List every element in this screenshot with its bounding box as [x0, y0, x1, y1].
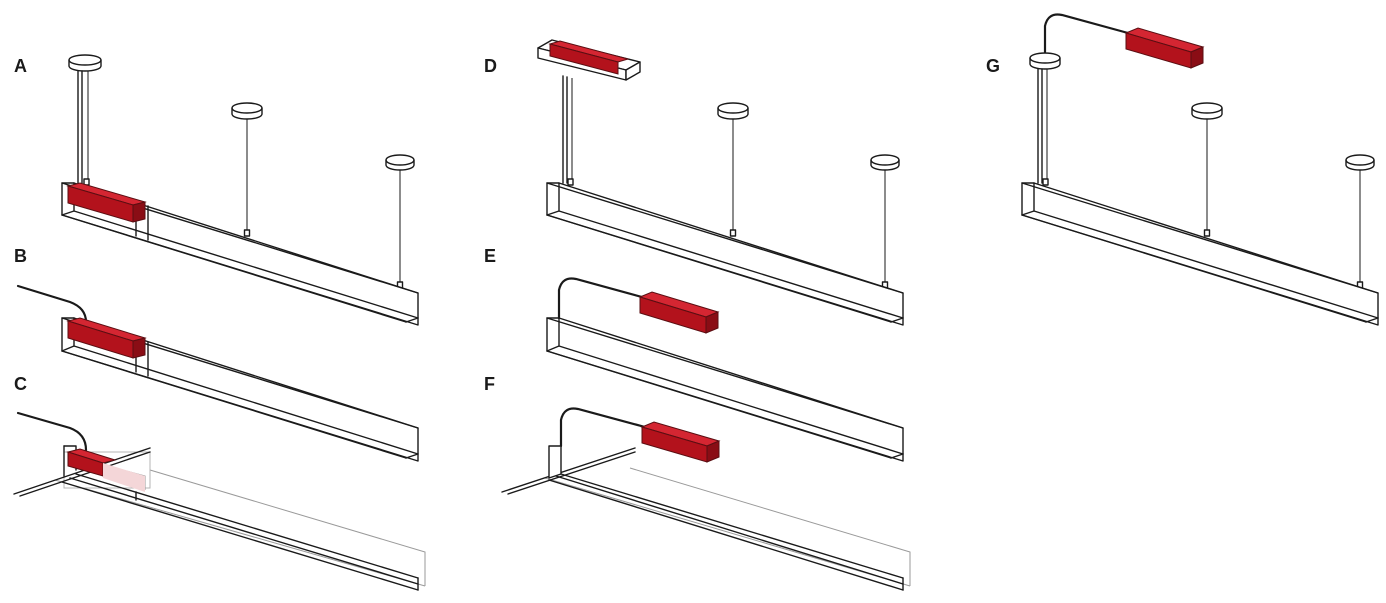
ceiling-edge	[19, 451, 151, 497]
ceiling-canopy	[385, 154, 415, 171]
suspension-cable	[1203, 119, 1211, 237]
supply-cable	[16, 411, 88, 452]
driver-box	[1124, 27, 1205, 69]
linear-profile	[61, 445, 419, 591]
ceiling-edge	[507, 451, 636, 495]
suspension-cable	[562, 75, 574, 186]
ceiling-canopy	[870, 154, 900, 171]
ceiling-canopy	[68, 54, 102, 72]
suspension-cable	[881, 170, 889, 289]
variant-d: D	[484, 39, 904, 326]
ceiling-canopy	[1191, 102, 1223, 120]
ceiling-canopy	[231, 102, 263, 120]
linear-profile	[546, 317, 904, 462]
suspension-cable	[396, 170, 404, 289]
suspension-cable	[77, 70, 90, 186]
ceiling-canopy	[1345, 154, 1375, 171]
driver-box	[66, 182, 147, 223]
suspension-cable	[1356, 170, 1364, 289]
linear-profile	[548, 445, 904, 591]
variant-e: E	[484, 246, 904, 462]
supply-cable	[559, 407, 647, 448]
driver-box	[66, 317, 147, 359]
variant-label-c: C	[14, 374, 27, 394]
ceiling-edge	[501, 447, 636, 493]
linear-profile	[1021, 182, 1379, 326]
variant-label-e: E	[484, 246, 496, 266]
variant-label-a: A	[14, 56, 27, 76]
driver-box	[548, 40, 630, 75]
supply-cable	[557, 277, 644, 320]
ceiling-edge	[13, 447, 151, 495]
variant-a: A	[14, 54, 419, 326]
variant-label-g: G	[986, 56, 1000, 76]
variant-f: F	[484, 374, 911, 591]
linear-profile	[61, 317, 419, 462]
driver-box	[638, 291, 720, 334]
supply-cable	[1043, 13, 1130, 54]
supply-cable	[16, 284, 88, 324]
suspension-cable	[729, 119, 737, 237]
linear-profile	[546, 182, 904, 326]
suspension-cable	[1037, 68, 1049, 186]
suspension-cable	[243, 119, 251, 237]
ceiling-trim-outline	[544, 467, 911, 587]
driver-box	[640, 421, 721, 463]
variant-label-d: D	[484, 56, 497, 76]
variant-g: G	[986, 13, 1379, 326]
variant-label-b: B	[14, 246, 27, 266]
variant-label-f: F	[484, 374, 495, 394]
linear-profile	[61, 182, 419, 326]
variant-b: B	[14, 246, 419, 462]
ceiling-canopy	[717, 102, 749, 120]
ceiling-canopy	[1029, 52, 1061, 70]
variant-c: C	[13, 374, 426, 591]
